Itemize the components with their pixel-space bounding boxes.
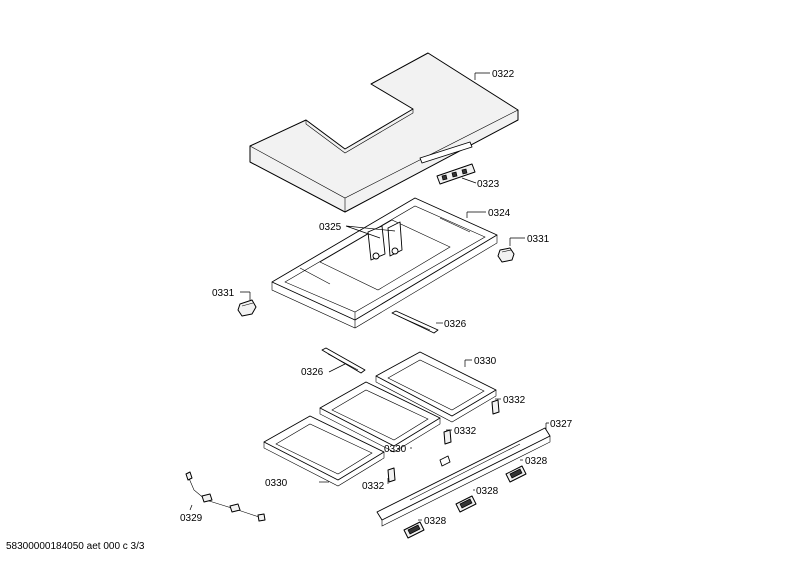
label-0330-bottom: 0330	[265, 478, 288, 489]
label-0322: 0322	[492, 69, 515, 80]
part-0324-inner-frame	[271, 197, 498, 329]
label-0332-c: 0332	[362, 481, 385, 492]
part-0328-switch-left	[403, 521, 425, 539]
part-0332-clip-a	[491, 399, 500, 415]
part-0332-clip-c	[387, 467, 396, 483]
label-0323: 0323	[477, 179, 500, 190]
label-0328-right: 0328	[525, 456, 548, 467]
label-0332-a: 0332	[503, 395, 526, 406]
label-0330-top: 0330	[474, 356, 497, 367]
label-0331-left: 0331	[212, 288, 235, 299]
label-0329: 0329	[180, 513, 203, 524]
label-0325: 0325	[319, 222, 342, 233]
label-0326-lower: 0326	[301, 367, 324, 378]
part-0328-switch-right	[505, 465, 527, 483]
label-0328-middle: 0328	[476, 486, 499, 497]
label-0326-upper: 0326	[444, 319, 467, 330]
label-0328-left: 0328	[424, 516, 447, 527]
part-0326-rail-lower	[321, 347, 366, 374]
leader-lines	[189, 72, 549, 521]
drawing-reference-footer: 58300000184050 aet 000 c 3/3	[6, 541, 145, 552]
label-0324: 0324	[488, 208, 511, 219]
part-0322-cover	[249, 52, 519, 213]
label-0331-right: 0331	[527, 234, 550, 245]
part-0329-cable	[185, 471, 266, 522]
part-0328-switch-middle	[455, 495, 477, 513]
label-0332-b: 0332	[454, 426, 477, 437]
part-0330-filter-top	[375, 351, 497, 423]
part-0323-bracket	[436, 163, 476, 185]
label-0330-middle: 0330	[384, 444, 407, 455]
part-0332-clip-b	[443, 429, 452, 445]
part-0330-filter-bottom	[263, 415, 385, 487]
part-0327-front-panel	[376, 427, 551, 527]
part-0330-filter-middle	[319, 381, 441, 453]
part-0331-knob-left	[237, 299, 257, 317]
label-0327: 0327	[550, 419, 573, 430]
part-0326-rail-upper	[391, 310, 439, 334]
part-0331-knob-right	[497, 247, 515, 263]
